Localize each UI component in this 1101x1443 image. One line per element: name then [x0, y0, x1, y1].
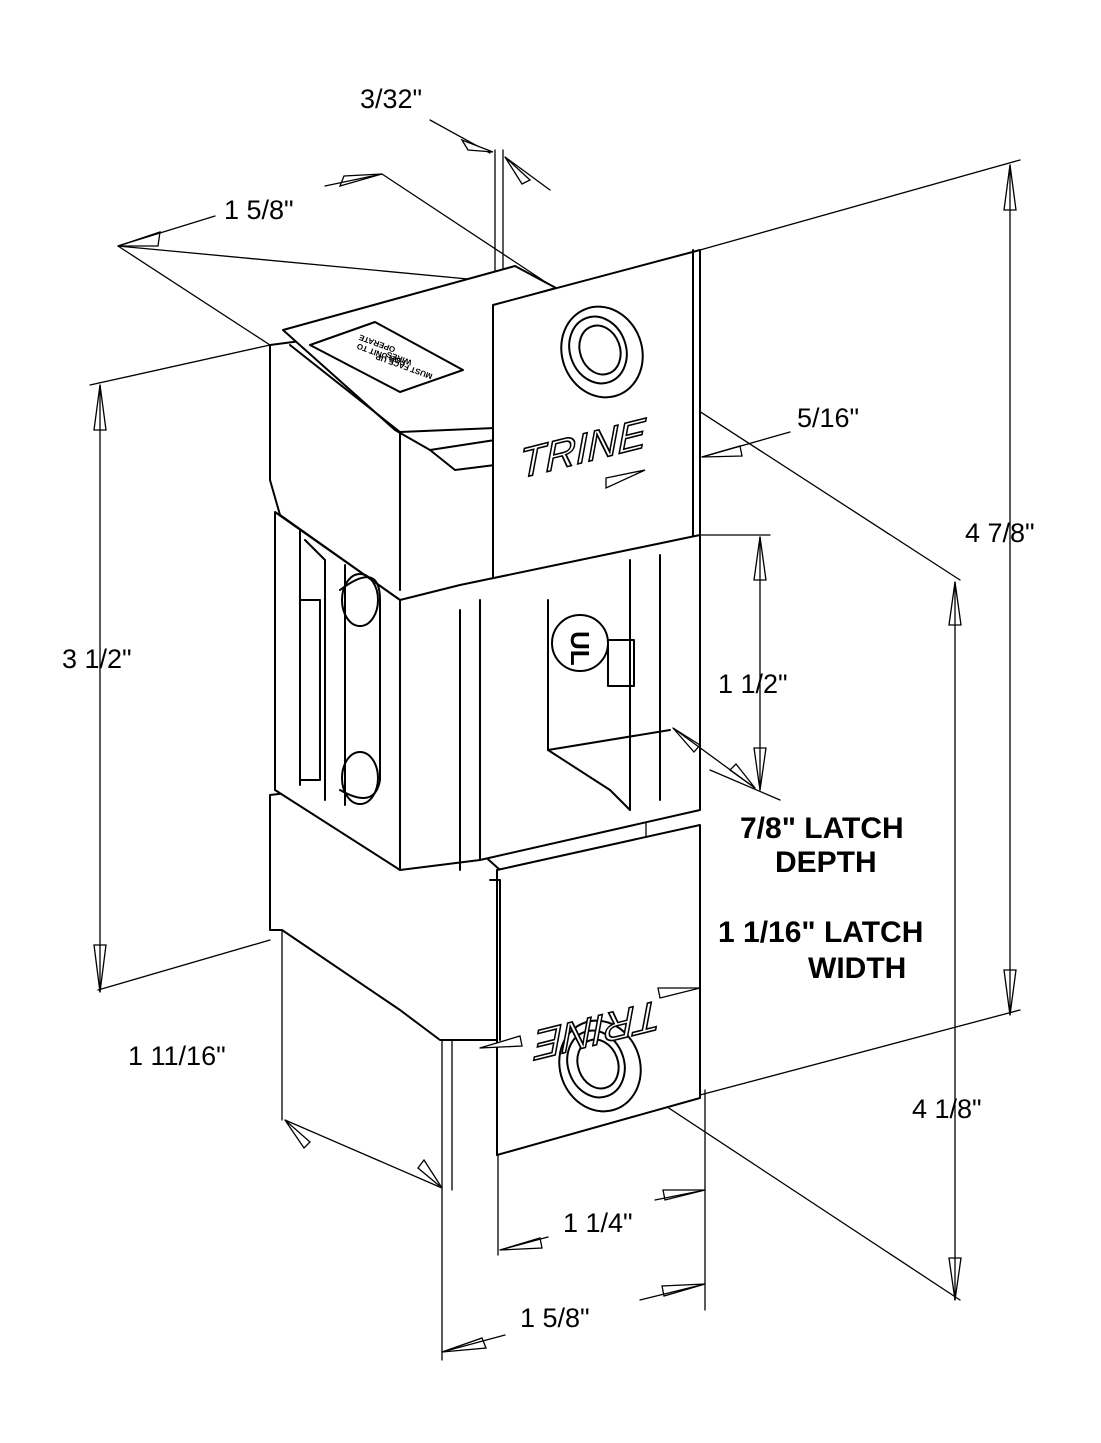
dimension-arrows — [93, 138, 1017, 1353]
dim-1-1-4: 1 1/4" — [563, 1208, 633, 1238]
faceplate-top — [492, 249, 701, 591]
dimension-lines — [99, 164, 1011, 1353]
dim-3-32: 3/32" — [360, 84, 422, 114]
faceplate-bottom — [496, 824, 701, 1156]
note-latch-depth-2: DEPTH — [775, 846, 877, 879]
dim-1-5-8-top: 1 5/8" — [224, 195, 294, 225]
note-latch-depth-1: 7/8" LATCH — [740, 812, 904, 845]
dim-4-7-8: 4 7/8" — [965, 518, 1035, 548]
note-latch-width-1: 1 1/16" LATCH — [718, 916, 923, 949]
latch-pocket — [399, 534, 701, 871]
dimension-labels: 3/32" 1 5/8" 5/16" 4 7/8" 3 1/2" 1 1/2" … — [62, 84, 1035, 1333]
dim-1-11-16: 1 11/16" — [128, 1041, 226, 1071]
screw-hole-bottom-icon — [558, 1019, 642, 1113]
ul-mark-icon: UL — [551, 614, 635, 687]
screw-hole-top-icon — [560, 305, 644, 399]
ul-mark-text: UL — [565, 631, 595, 666]
wiring-label-plate: WIRES MUST FACE UP FOR UNIT TO OPERATE — [309, 321, 464, 393]
dim-1-1-2: 1 1/2" — [718, 669, 788, 699]
dim-4-1-8: 4 1/8" — [912, 1094, 982, 1124]
strike-body: WIRES MUST FACE UP FOR UNIT TO OPERATE T… — [269, 249, 701, 1156]
dim-5-16: 5/16" — [797, 403, 859, 433]
dim-3-1-2: 3 1/2" — [62, 644, 132, 674]
latch-notes: 7/8" LATCH DEPTH 1 1/16" LATCH WIDTH — [718, 812, 923, 985]
dim-1-5-8-bottom: 1 5/8" — [520, 1303, 590, 1333]
note-latch-width-2: WIDTH — [808, 952, 906, 985]
